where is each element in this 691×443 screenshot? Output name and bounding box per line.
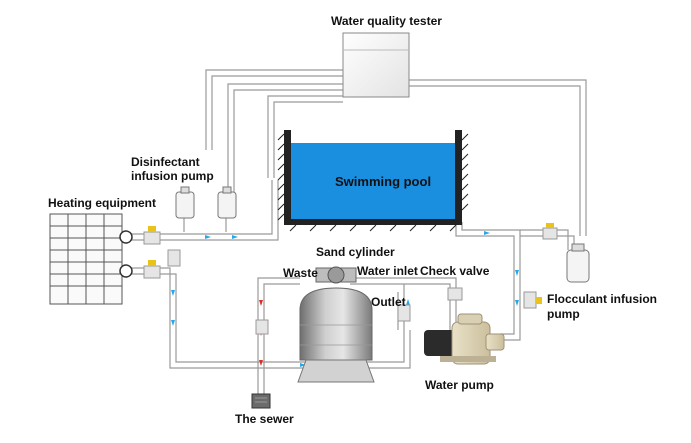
label-water-pump: Water pump bbox=[425, 378, 494, 392]
label-heating-equipment: Heating equipment bbox=[48, 196, 157, 210]
sand-cylinder bbox=[297, 266, 375, 383]
label-outlet: Outlet bbox=[371, 295, 406, 309]
label-the-sewer: The sewer bbox=[235, 412, 294, 426]
label-check-valve: Check valve bbox=[420, 264, 490, 278]
flocculant-infusion-pump bbox=[566, 243, 590, 283]
label-flocculant-line2: pump bbox=[547, 307, 580, 321]
label-disinfectant-line2: infusion pump bbox=[131, 169, 214, 183]
label-swimming-pool: Swimming pool bbox=[335, 174, 432, 189]
label-disinfectant-line1: Disinfectant bbox=[131, 155, 200, 169]
swimming-pool bbox=[277, 130, 469, 232]
disinfectant-infusion-pump bbox=[175, 186, 237, 219]
water-quality-tester bbox=[342, 32, 410, 98]
label-water-inlet: Water inlet bbox=[357, 264, 418, 278]
water-pump bbox=[424, 313, 505, 365]
sewer bbox=[251, 393, 271, 409]
label-sand-cylinder: Sand cylinder bbox=[316, 245, 395, 259]
label-waste: Waste bbox=[283, 266, 318, 280]
valves bbox=[143, 223, 558, 335]
label-flocculant-line1: Flocculant infusion bbox=[547, 292, 657, 306]
label-water-quality-tester: Water quality tester bbox=[331, 14, 442, 28]
pipe-network bbox=[130, 69, 587, 395]
heating-equipment bbox=[49, 213, 133, 305]
